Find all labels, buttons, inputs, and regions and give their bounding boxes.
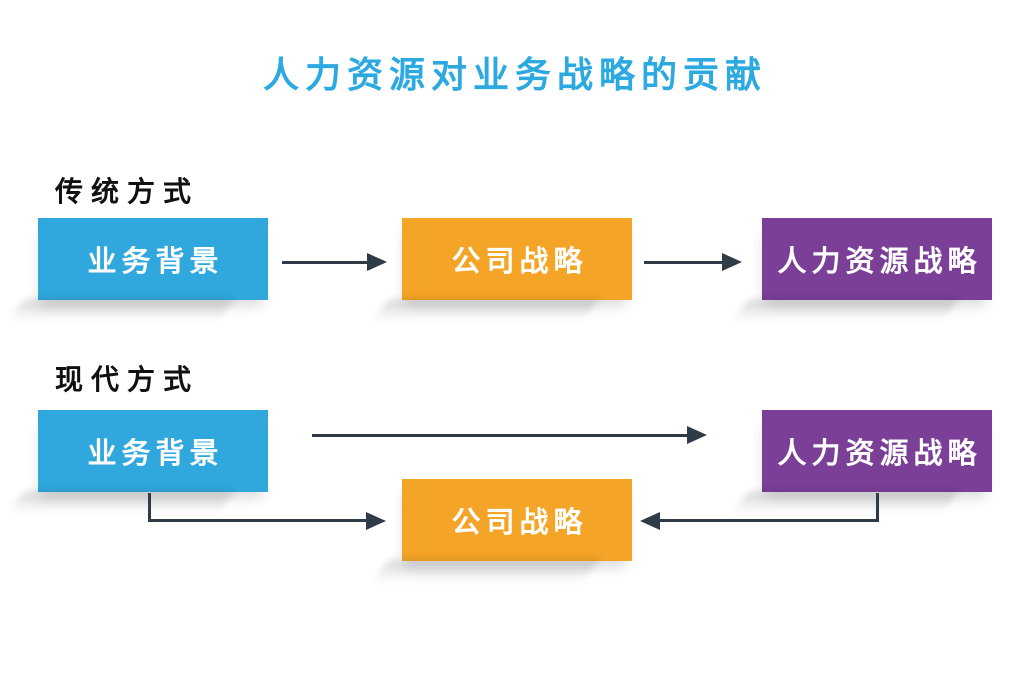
arrow-line — [660, 519, 879, 522]
arrow-line — [282, 261, 369, 264]
box-company-strategy-traditional: 公司战略 — [402, 218, 632, 300]
section-label-traditional: 传统方式 — [55, 175, 200, 208]
arrow-head-right-icon — [687, 426, 707, 444]
box-hr-strategy-modern: 人力资源战略 — [762, 410, 992, 492]
box-business-context-modern: 业务背景 — [38, 410, 268, 492]
section-label-modern: 现代方式 — [55, 363, 200, 396]
arrow-line — [148, 519, 368, 522]
arrow-line — [312, 434, 689, 437]
box-hr-strategy-traditional: 人力资源战略 — [762, 218, 992, 300]
box-company-strategy-modern: 公司战略 — [402, 479, 632, 561]
arrow-head-right-icon — [722, 253, 742, 271]
arrow-line — [148, 493, 151, 522]
arrow-head-left-icon — [640, 512, 660, 530]
arrow-head-right-icon — [366, 512, 386, 530]
arrow-line — [644, 261, 724, 264]
box-business-context-traditional: 业务背景 — [38, 218, 268, 300]
arrow-head-right-icon — [367, 253, 387, 271]
arrow-line — [876, 493, 879, 522]
diagram-title: 人力资源对业务战略的贡献 — [262, 55, 767, 96]
